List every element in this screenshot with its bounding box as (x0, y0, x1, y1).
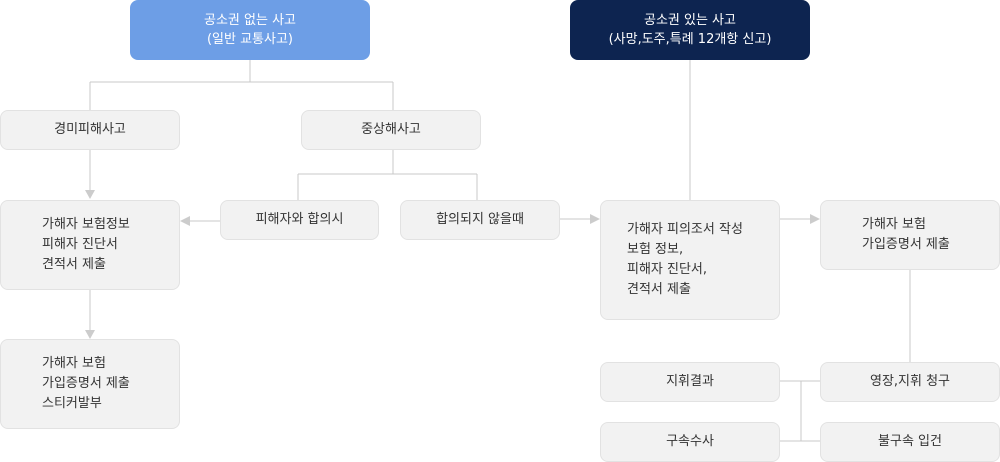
arrowhead-right (590, 214, 600, 224)
node-docs-left-label: 가해자 보험정보 피해자 진단서 견적서 제출 (42, 217, 130, 272)
node-minor-injury-label: 경미피해사고 (54, 122, 126, 137)
node-agreement-label: 피해자와 합의시 (255, 212, 344, 227)
node-docs-right-label: 가해자 피의조서 작성 보험 정보, 피해자 진단서, 견적서 제출 (627, 222, 743, 297)
node-warrant-request: 영장,지휘 청구 (820, 362, 1000, 402)
header-no-indictment-label: 공소권 없는 사고 (일반 교통사고) (204, 13, 296, 47)
node-no-detention-label: 불구속 입건 (878, 434, 942, 449)
node-detention-label: 구속수사 (666, 434, 714, 449)
node-minor-injury: 경미피해사고 (0, 110, 180, 150)
arrowhead-right (810, 214, 820, 224)
node-agreement: 피해자와 합의시 (220, 200, 379, 240)
node-docs-left: 가해자 보험정보 피해자 진단서 견적서 제출 (0, 200, 180, 290)
node-docs-right: 가해자 피의조서 작성 보험 정보, 피해자 진단서, 견적서 제출 (600, 200, 780, 320)
header-indictment: 공소권 있는 사고 (사망,도주,특례 12개항 신고) (570, 0, 810, 60)
arrowhead-down (85, 190, 95, 199)
node-no-agreement-label: 합의되지 않을때 (436, 212, 524, 227)
node-warrant-result-label: 지휘결과 (666, 374, 714, 389)
node-certificate-label: 가해자 보험 가입증명서 제출 (862, 217, 950, 252)
node-certificate-sticker: 가해자 보험 가입증명서 제출 스티커발부 (0, 339, 180, 429)
node-no-detention: 불구속 입건 (820, 422, 1000, 462)
node-detention: 구속수사 (600, 422, 780, 462)
node-serious-injury-label: 중상해사고 (361, 122, 421, 137)
arrowhead-down (85, 330, 95, 339)
node-no-agreement: 합의되지 않을때 (400, 200, 560, 240)
header-no-indictment: 공소권 없는 사고 (일반 교통사고) (130, 0, 370, 60)
arrowhead-left (180, 216, 190, 226)
node-certificate: 가해자 보험 가입증명서 제출 (820, 200, 1000, 270)
node-serious-injury: 중상해사고 (301, 110, 481, 150)
node-certificate-sticker-label: 가해자 보험 가입증명서 제출 스티커발부 (42, 356, 130, 411)
header-indictment-label: 공소권 있는 사고 (사망,도주,특례 12개항 신고) (608, 13, 772, 47)
node-warrant-result: 지휘결과 (600, 362, 780, 402)
node-warrant-request-label: 영장,지휘 청구 (869, 374, 951, 389)
